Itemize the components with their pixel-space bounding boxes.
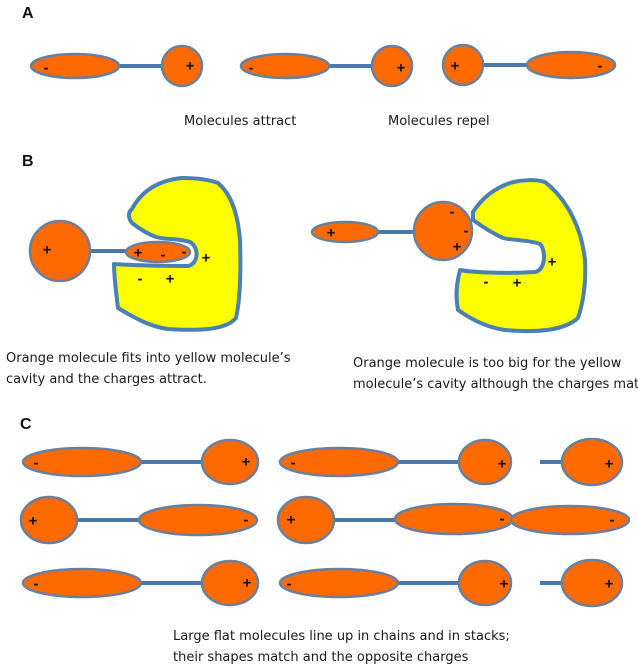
host-molecule-right — [454, 178, 588, 334]
elongated-molecule-part — [21, 446, 143, 478]
host-molecule-left — [112, 176, 243, 332]
panel-c-row-1-molecule-right: - + — [278, 438, 513, 486]
round-molecule-part — [457, 559, 513, 607]
negative-charge: - — [249, 60, 254, 77]
cavity-negative-charge: - — [138, 271, 143, 288]
positive-charge: + — [134, 245, 143, 262]
elongated-molecule-part — [278, 446, 400, 478]
caption-b-right-line-1: Orange molecule is too big for the yello… — [353, 356, 622, 371]
round-molecule-part — [28, 219, 92, 283]
negative-charge: - — [291, 455, 296, 472]
positive-charge: + — [242, 454, 251, 471]
elongated-molecule-part — [393, 502, 515, 536]
negative-charge: - — [287, 576, 292, 593]
round-molecule-part — [560, 437, 624, 487]
caption-b-left-line-1: Orange molecule fits into yellow molecul… — [6, 351, 291, 366]
positive-charge: + — [451, 58, 460, 75]
round-molecule-part — [560, 558, 624, 608]
round-molecule-part — [370, 44, 414, 88]
positive-charge: + — [500, 576, 509, 593]
round-molecule-part — [19, 495, 79, 545]
elongated-molecule-part — [525, 50, 617, 80]
cavity-positive-charge: + — [166, 271, 175, 288]
round-molecule-part — [200, 559, 260, 607]
panel-c-row-3-molecule-right: - + — [278, 559, 513, 607]
cavity-positive-charge: + — [548, 254, 557, 271]
caption-b-left-line-2: cavity and the charges attract. — [6, 372, 207, 387]
panel-c-row-1-molecule-left: - + — [21, 438, 260, 486]
positive-charge: + — [498, 456, 507, 473]
round-molecule-part — [276, 495, 336, 545]
caption-molecules-repel: Molecules repel — [388, 114, 490, 129]
panel-a-molecule-2: - + — [239, 44, 414, 88]
negative-charge: - — [450, 204, 455, 221]
negative-charge: - — [182, 244, 187, 261]
cavity-positive-charge: + — [513, 275, 522, 292]
panel-a-molecule-1: - + — [29, 44, 204, 88]
panel-a-molecule-3: + - — [441, 43, 617, 87]
elongated-molecule-part — [137, 503, 259, 537]
round-molecule-part — [200, 438, 260, 486]
cavity-negative-charge: - — [484, 274, 489, 291]
positive-charge: + — [605, 576, 614, 593]
caption-c-line-2: their shapes match and the opposite char… — [173, 650, 469, 665]
positive-charge: + — [327, 225, 336, 242]
negative-charge: - — [598, 58, 603, 75]
negative-charge: - — [610, 512, 615, 529]
round-molecule-part — [457, 438, 513, 486]
positive-charge: + — [287, 512, 296, 529]
elongated-molecule-part — [278, 567, 400, 599]
cavity-positive-charge: + — [202, 250, 211, 267]
caption-molecules-attract: Molecules attract — [184, 114, 296, 129]
negative-charge: - — [500, 511, 505, 528]
elongated-molecule-part — [509, 504, 631, 536]
panel-c-row-2-molecule-right: + - — [276, 495, 515, 545]
panel-label-a: A — [22, 5, 34, 22]
negative-charge: - — [244, 512, 249, 529]
round-molecule-part — [441, 43, 485, 87]
caption-c-line-1: Large flat molecules line up in chains a… — [173, 629, 510, 644]
positive-charge: + — [453, 239, 462, 256]
panel-label-b: B — [22, 153, 34, 170]
guest-molecule-left: + + - - — [28, 219, 192, 283]
elongated-molecule-part — [124, 240, 192, 264]
panel-c-right-column: + - + — [509, 437, 631, 608]
guest-molecule-right: + - - + — [310, 200, 474, 262]
positive-charge: + — [605, 456, 614, 473]
panel-c-row-2-molecule-left: + - — [19, 495, 259, 545]
positive-charge: + — [29, 513, 38, 530]
negative-charge: - — [34, 455, 39, 472]
elongated-molecule-part — [21, 567, 143, 599]
caption-b-right-line-2: molecule’s cavity although the charges m… — [353, 377, 638, 392]
round-molecule-part — [412, 200, 474, 262]
negative-charge: - — [34, 576, 39, 593]
elongated-molecule-part — [239, 52, 331, 80]
positive-charge: + — [186, 58, 195, 75]
negative-charge: - — [464, 223, 469, 240]
elongated-molecule-part — [29, 52, 121, 80]
negative-charge: - — [44, 60, 49, 77]
negative-charge: - — [161, 247, 166, 264]
positive-charge: + — [397, 60, 406, 77]
round-molecule-part — [160, 44, 204, 88]
elongated-molecule-part — [310, 220, 380, 244]
panel-label-c: C — [20, 416, 32, 433]
panel-c-row-3-molecule-left: - + — [21, 559, 260, 607]
positive-charge: + — [43, 242, 52, 259]
positive-charge: + — [243, 575, 252, 592]
